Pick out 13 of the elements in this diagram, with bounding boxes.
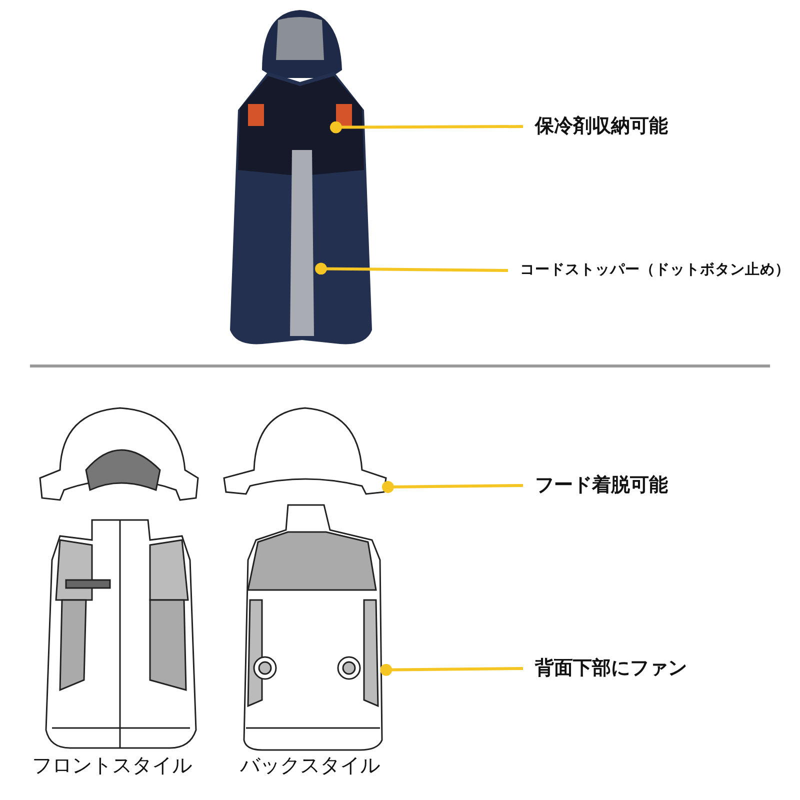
back-vest-drawing (243, 504, 383, 751)
leader-line (380, 664, 524, 676)
callout-text: 背面下部にファン (535, 656, 687, 681)
vest-photo (230, 10, 372, 344)
leader-line (330, 121, 523, 134)
caption: バックスタイル (240, 752, 380, 779)
leader-line (382, 481, 524, 494)
callout-text: 保冷剤収納可能 (535, 114, 668, 139)
caption: フロントスタイル (32, 752, 192, 779)
callout-text: フード着脱可能 (535, 473, 668, 498)
hood-drawing (223, 407, 387, 495)
callout-text: コードストッパー（ドットボタン止め） (520, 261, 790, 280)
leader-line (315, 262, 508, 275)
